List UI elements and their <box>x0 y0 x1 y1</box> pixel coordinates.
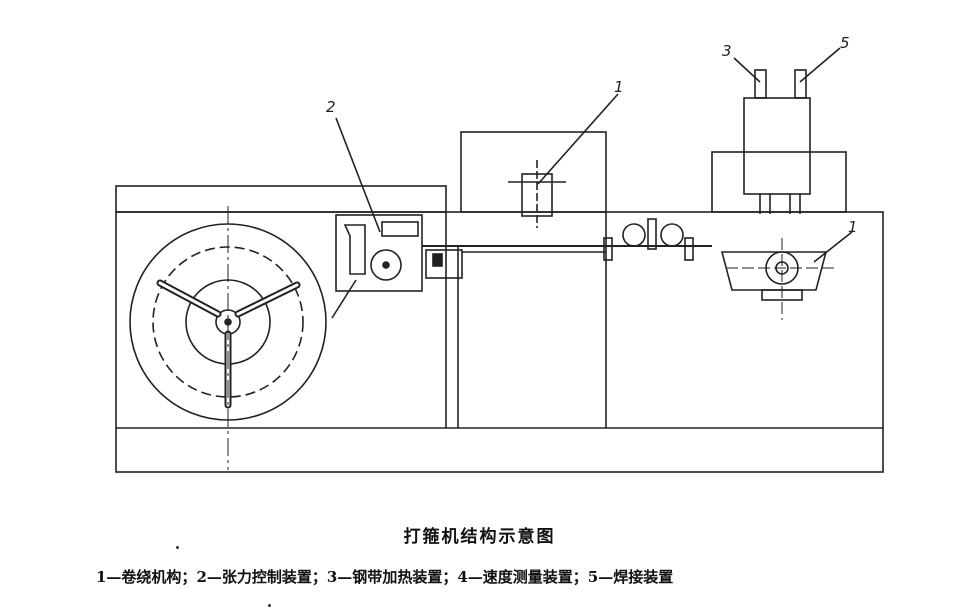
strip-guide-right <box>684 237 694 261</box>
tension-control-box <box>335 214 423 292</box>
speed-roller-left <box>622 223 646 247</box>
leader-1-right <box>813 231 853 263</box>
heating-clamp <box>425 249 463 279</box>
speed-roller-right <box>660 223 684 247</box>
figure-title: 打箍机结构示意图 <box>403 527 556 547</box>
welding-electrode-right <box>794 69 807 99</box>
figure-legend: 1—卷绕机构；2—张力控制装置；3—钢带加热装置；4—速度测量装置；5—焊接装置 <box>96 568 674 586</box>
tension-roller-axle <box>382 261 390 269</box>
welding-unit <box>743 97 811 195</box>
leader-1-top <box>537 93 619 185</box>
tension-slide <box>381 221 419 237</box>
heating-coil <box>432 253 443 267</box>
leader-5 <box>799 47 841 83</box>
stray-dot-2 <box>268 604 271 607</box>
leader-2 <box>335 117 381 233</box>
callout-1-top: 1 <box>614 78 624 96</box>
leader-3 <box>733 57 761 83</box>
callout-3: 3 <box>722 42 732 60</box>
callout-2: 2 <box>326 98 336 116</box>
tension-arm <box>343 224 366 275</box>
left-housing <box>115 185 447 213</box>
drive-unit <box>720 251 828 291</box>
strip-guide-left <box>603 237 613 261</box>
right-platform <box>711 151 847 213</box>
tension-guide <box>331 279 357 319</box>
callout-5: 5 <box>840 34 850 52</box>
tension-roller <box>370 249 402 281</box>
callout-1-right: 1 <box>848 218 858 236</box>
center-block <box>460 131 607 213</box>
welding-electrode-left <box>754 69 767 99</box>
stray-dot-1 <box>176 546 179 549</box>
speed-bracket <box>647 218 657 250</box>
